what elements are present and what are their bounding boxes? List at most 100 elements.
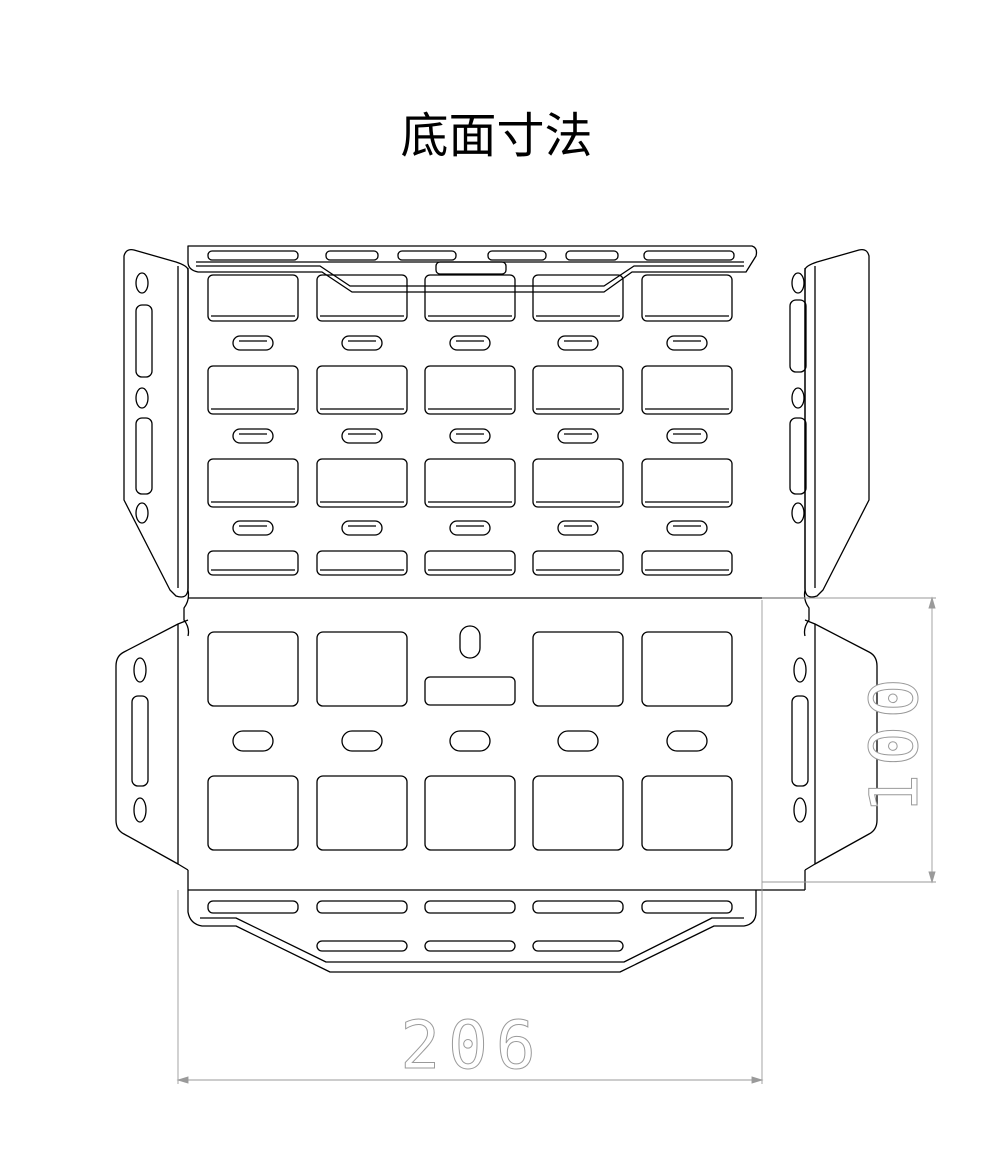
lower-window-row1 bbox=[207, 631, 299, 707]
lower-oval-slot bbox=[666, 730, 708, 752]
right-lower-flange-outline bbox=[804, 619, 878, 871]
upper-oval-slot bbox=[341, 335, 383, 351]
body-waist-outline bbox=[183, 268, 810, 637]
lower-window-row2 bbox=[641, 775, 733, 851]
bottom-lip-lower-slot bbox=[532, 940, 624, 952]
bottom-lip-edge-line bbox=[200, 917, 744, 963]
upper-window-row4 bbox=[424, 550, 516, 576]
bottom-lip-slot bbox=[207, 900, 299, 914]
left-lower-flange-outline bbox=[115, 619, 189, 871]
bottom-lip-slot bbox=[532, 900, 624, 914]
top-lip-outline bbox=[187, 245, 758, 293]
center-rect-slot bbox=[424, 676, 516, 706]
left-lower-slot bbox=[131, 695, 149, 787]
page-title: 底面寸法 bbox=[400, 108, 593, 164]
lower-window-row2 bbox=[532, 775, 624, 851]
right-upper-flange-outline bbox=[804, 248, 870, 598]
lower-oval-slot bbox=[232, 730, 274, 752]
bottom-lip-lower-slot bbox=[424, 940, 516, 952]
right-flange-slot bbox=[789, 417, 807, 495]
right-flange-hole bbox=[791, 502, 805, 524]
top-lip-slot bbox=[207, 250, 299, 261]
upper-window-row3 bbox=[207, 458, 299, 508]
right-flange-hole bbox=[791, 387, 805, 409]
upper-window-row4 bbox=[316, 550, 408, 576]
upper-oval-slot bbox=[232, 428, 274, 444]
left-flange-slot bbox=[135, 304, 153, 378]
left-upper-flange-outline bbox=[123, 248, 189, 598]
upper-oval-slot bbox=[666, 428, 708, 444]
upper-window-row2 bbox=[641, 365, 733, 415]
width-dimension-label: 206 bbox=[400, 1007, 543, 1084]
top-lip-slot bbox=[487, 250, 547, 261]
lower-window-row2 bbox=[424, 775, 516, 851]
upper-window-row4 bbox=[641, 550, 733, 576]
upper-window-row1 bbox=[424, 274, 516, 322]
left-lower-hole bbox=[133, 797, 147, 823]
tray-outline bbox=[115, 245, 878, 973]
upper-window-row3 bbox=[641, 458, 733, 508]
lower-window-row2 bbox=[207, 775, 299, 851]
right-lower-slot bbox=[791, 695, 809, 787]
width-arrow-right bbox=[751, 1076, 764, 1084]
center-vertical-slot bbox=[459, 625, 481, 659]
upper-oval-slot bbox=[449, 520, 491, 536]
upper-oval-slot bbox=[557, 520, 599, 536]
left-flange-slot bbox=[135, 417, 153, 495]
left-lower-hole bbox=[133, 657, 147, 683]
upper-window-row2 bbox=[316, 365, 408, 415]
upper-window-row2 bbox=[424, 365, 516, 415]
top-lip-center-slot bbox=[435, 261, 507, 275]
dimension-lines bbox=[176, 596, 936, 1084]
upper-oval-slot bbox=[557, 428, 599, 444]
upper-window-row1 bbox=[316, 274, 408, 322]
bottom-lip-slot bbox=[424, 900, 516, 914]
left-flange-hole bbox=[135, 387, 149, 409]
lower-oval-slot bbox=[341, 730, 383, 752]
height-arrow-top bbox=[928, 596, 936, 609]
lower-window-row1 bbox=[641, 631, 733, 707]
upper-oval-slot bbox=[232, 335, 274, 351]
upper-window-row1 bbox=[207, 274, 299, 322]
lower-window-row2 bbox=[316, 775, 408, 851]
upper-window-row1 bbox=[641, 274, 733, 322]
right-flange-hole bbox=[791, 272, 805, 294]
upper-oval-slot bbox=[557, 335, 599, 351]
left-flange-hole bbox=[135, 272, 149, 294]
left-flange-hole bbox=[135, 502, 149, 524]
lower-oval-slot bbox=[449, 730, 491, 752]
upper-window-row3 bbox=[532, 458, 624, 508]
top-lip-slot bbox=[325, 250, 379, 261]
upper-oval-slot bbox=[449, 335, 491, 351]
upper-oval-slot bbox=[449, 428, 491, 444]
top-lip-slot bbox=[565, 250, 619, 261]
height-dimension-label: 100 bbox=[856, 670, 933, 813]
right-flange-slot bbox=[789, 299, 807, 373]
bottom-lip-slot bbox=[641, 900, 733, 914]
lower-window-row1 bbox=[532, 631, 624, 707]
upper-window-row3 bbox=[424, 458, 516, 508]
upper-window-row4 bbox=[207, 550, 299, 576]
bottom-lip-slot bbox=[316, 900, 408, 914]
upper-oval-slot bbox=[666, 335, 708, 351]
upper-oval-slot bbox=[341, 520, 383, 536]
upper-window-row4 bbox=[532, 550, 624, 576]
upper-oval-slot bbox=[666, 520, 708, 536]
lower-window-row1 bbox=[316, 631, 408, 707]
lower-oval-slot bbox=[557, 730, 599, 752]
bottom-lip-outline bbox=[187, 890, 757, 973]
top-lip-slot bbox=[397, 250, 457, 261]
upper-oval-slot bbox=[341, 428, 383, 444]
upper-window-row2 bbox=[532, 365, 624, 415]
upper-oval-slot bbox=[232, 520, 274, 536]
right-lower-hole bbox=[793, 797, 807, 823]
width-arrow-left bbox=[176, 1076, 189, 1084]
upper-window-row3 bbox=[316, 458, 408, 508]
height-arrow-bottom bbox=[928, 871, 936, 884]
upper-window-row1 bbox=[532, 274, 624, 322]
top-lip-slot bbox=[643, 250, 735, 261]
right-lower-hole bbox=[793, 657, 807, 683]
bottom-lip-lower-slot bbox=[316, 940, 408, 952]
upper-window-row2 bbox=[207, 365, 299, 415]
